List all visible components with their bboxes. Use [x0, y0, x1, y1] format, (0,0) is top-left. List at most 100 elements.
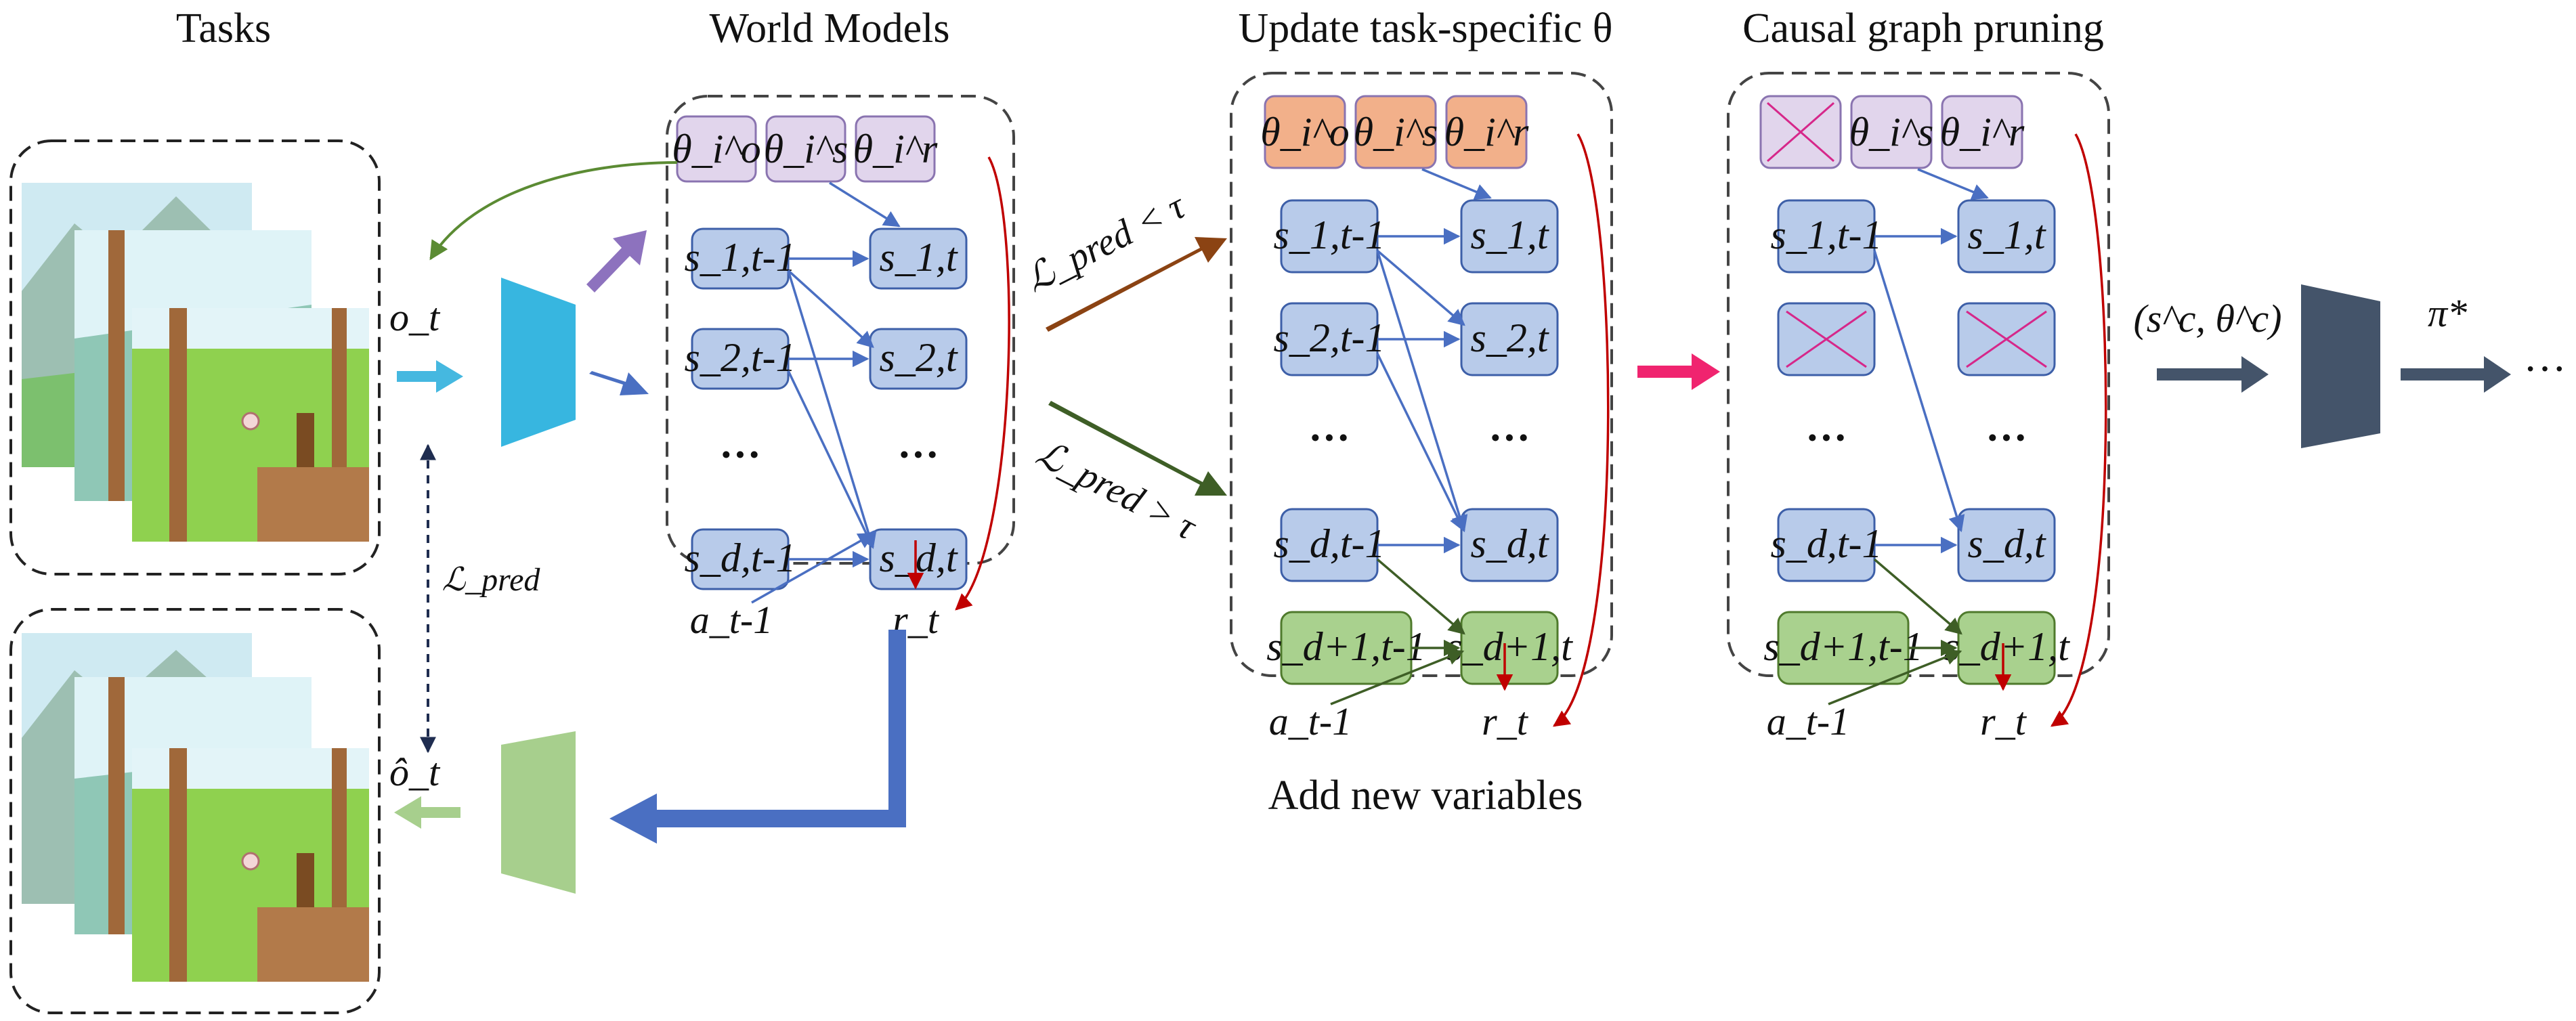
task-frames-bottom [9, 608, 381, 1014]
state-edge [1873, 250, 1965, 533]
state-node-3-curr: s_d,t [1460, 508, 1559, 582]
svg-text:···: ··· [1985, 415, 2027, 461]
theta-node-label: θ_i^s [764, 127, 849, 171]
task-frames-top [9, 139, 381, 575]
obs-hat-label: ô_t [389, 750, 441, 794]
state-node-3-curr: s_d,t [869, 528, 968, 590]
svg-text:···: ··· [719, 432, 761, 478]
state-ellipsis-2-prev: ··· [719, 432, 761, 478]
state-node-1-curr [1957, 302, 2056, 376]
svg-text:···: ··· [897, 432, 939, 478]
state-edge [787, 270, 877, 549]
policy-input-arrow [2157, 356, 2269, 393]
update-box [1230, 72, 1613, 677]
theta-s-edge [1917, 168, 1989, 200]
state-node-4-curr: s_d+1,t [1944, 611, 2070, 685]
loss-lt-label: ℒ_pred < τ [1018, 185, 1193, 301]
pruning-action-label: a_t-1 [1767, 699, 1849, 743]
loss-lt-arrow [1046, 237, 1227, 332]
state-node-4-curr: s_d+1,t [1446, 611, 1573, 685]
state-node-4-prev: s_d+1,t-1 [1763, 611, 1923, 685]
svg-text:s_1,t-1: s_1,t-1 [685, 235, 796, 280]
svg-text:s_2,t: s_2,t [879, 335, 958, 380]
theta-node-s: θ_i^s [764, 115, 849, 183]
svg-text:s_d+1,t: s_d+1,t [1944, 624, 2070, 669]
state-node-1-prev: s_2,t-1 [1274, 302, 1386, 376]
tasks-heading: Tasks [176, 5, 271, 51]
theta-node-label: θ_i^s [1354, 110, 1438, 154]
decoder-to-obs-hat-arrow [394, 796, 460, 829]
svg-text:s_d+1,t: s_d+1,t [1446, 624, 1573, 669]
encoder-to-states-arrow [589, 371, 649, 395]
update-heading: Update task-specific θ [1238, 5, 1612, 51]
theta-node-label: θ_i^r [853, 127, 938, 171]
pruning-state-grid: s_1,t-1 s_1,t ··· ··· s_d,t-1 s_d,t s_d+1,t-1 s… [1763, 168, 2070, 685]
state-node-3-curr: s_d,t [1957, 508, 2056, 582]
theta-node-s: θ_i^s [1354, 95, 1438, 169]
world-models-heading: World Models [710, 5, 950, 51]
theta-node-o: θ_i^o [1260, 95, 1350, 169]
continuation-ellipsis: ··· [2523, 345, 2567, 393]
theta-node-label: θ_i^r [1940, 110, 2025, 154]
svg-text:s_d,t-1: s_d,t-1 [1771, 521, 1883, 566]
obs-to-encoder-arrow [397, 360, 463, 393]
state-node-1-prev [1777, 302, 1876, 376]
svg-text:···: ··· [1488, 415, 1530, 461]
theta-s-edge [1421, 168, 1492, 200]
svg-text:s_2,t-1: s_2,t-1 [1274, 316, 1386, 360]
theta-node-label: θ_i^s [1849, 110, 1934, 154]
theta-o-to-obs-arrow [429, 161, 678, 261]
svg-text:···: ··· [1805, 415, 1847, 461]
svg-text:s_2,t-1: s_2,t-1 [685, 335, 796, 380]
pruning-reward-label: r_t [1980, 699, 2027, 743]
state-edge [1873, 558, 1962, 635]
add-new-variables-caption: Add new variables [1268, 773, 1583, 819]
state-ellipsis-2-curr: ··· [1488, 415, 1530, 461]
loss-label: ℒ_pred [442, 562, 541, 598]
update-action-label: a_t-1 [1269, 699, 1352, 743]
state-node-0-prev: s_1,t-1 [1771, 199, 1883, 274]
state-node-0-prev: s_1,t-1 [685, 227, 796, 290]
svg-text:s_d,t: s_d,t [1967, 521, 2046, 566]
state-node-4-prev: s_d+1,t-1 [1266, 611, 1426, 685]
policy-output-arrow [2401, 356, 2511, 393]
update-to-pruning-arrow [1637, 353, 1720, 390]
svg-text:s_1,t-1: s_1,t-1 [1274, 213, 1386, 257]
state-node-3-prev: s_d,t-1 [685, 528, 796, 590]
svg-text:s_1,t-1: s_1,t-1 [1771, 213, 1883, 257]
encoder-to-theta-arrow [586, 230, 647, 292]
theta-node-label: θ_i^o [672, 127, 760, 171]
theta-node-r: θ_i^r [1940, 95, 2025, 169]
svg-text:···: ··· [1308, 415, 1350, 461]
pruning-heading: Causal graph pruning [1742, 5, 2104, 51]
state-node-0-prev: s_1,t-1 [1274, 199, 1386, 274]
state-node-0-curr: s_1,t [1460, 199, 1559, 274]
state-ellipsis-2-curr: ··· [897, 432, 939, 478]
svg-text:s_d,t-1: s_d,t-1 [1274, 521, 1386, 566]
state-edge [1376, 353, 1465, 533]
policy-network-shape [2301, 284, 2380, 448]
svg-text:s_1,t: s_1,t [1967, 213, 2046, 257]
policy-label: π* [2428, 291, 2467, 335]
theta-node-o: θ_i^o [672, 115, 761, 183]
theta-node-r: θ_i^r [853, 115, 938, 183]
svg-text:s_d,t: s_d,t [1470, 521, 1549, 566]
state-node-3-prev: s_d,t-1 [1274, 508, 1386, 582]
state-node-3-prev: s_d,t-1 [1771, 508, 1883, 582]
state-edge [1376, 249, 1465, 326]
svg-text:s_2,t: s_2,t [1470, 316, 1549, 360]
state-ellipsis-2-curr: ··· [1985, 415, 2027, 461]
svg-text:s_d+1,t-1: s_d+1,t-1 [1266, 624, 1426, 669]
update-state-grid: s_1,t-1 s_1,t s_2,t-1 s_2,t ··· ··· s_d,t-1 s_d… [1266, 168, 1573, 685]
decoder-shape [501, 731, 576, 894]
obs-label: o_t [389, 295, 441, 339]
encoder-shape [501, 278, 576, 447]
theta-node-label: θ_i^r [1444, 110, 1529, 154]
state-node-0-curr: s_1,t [1957, 199, 2056, 274]
state-edge [787, 269, 874, 349]
